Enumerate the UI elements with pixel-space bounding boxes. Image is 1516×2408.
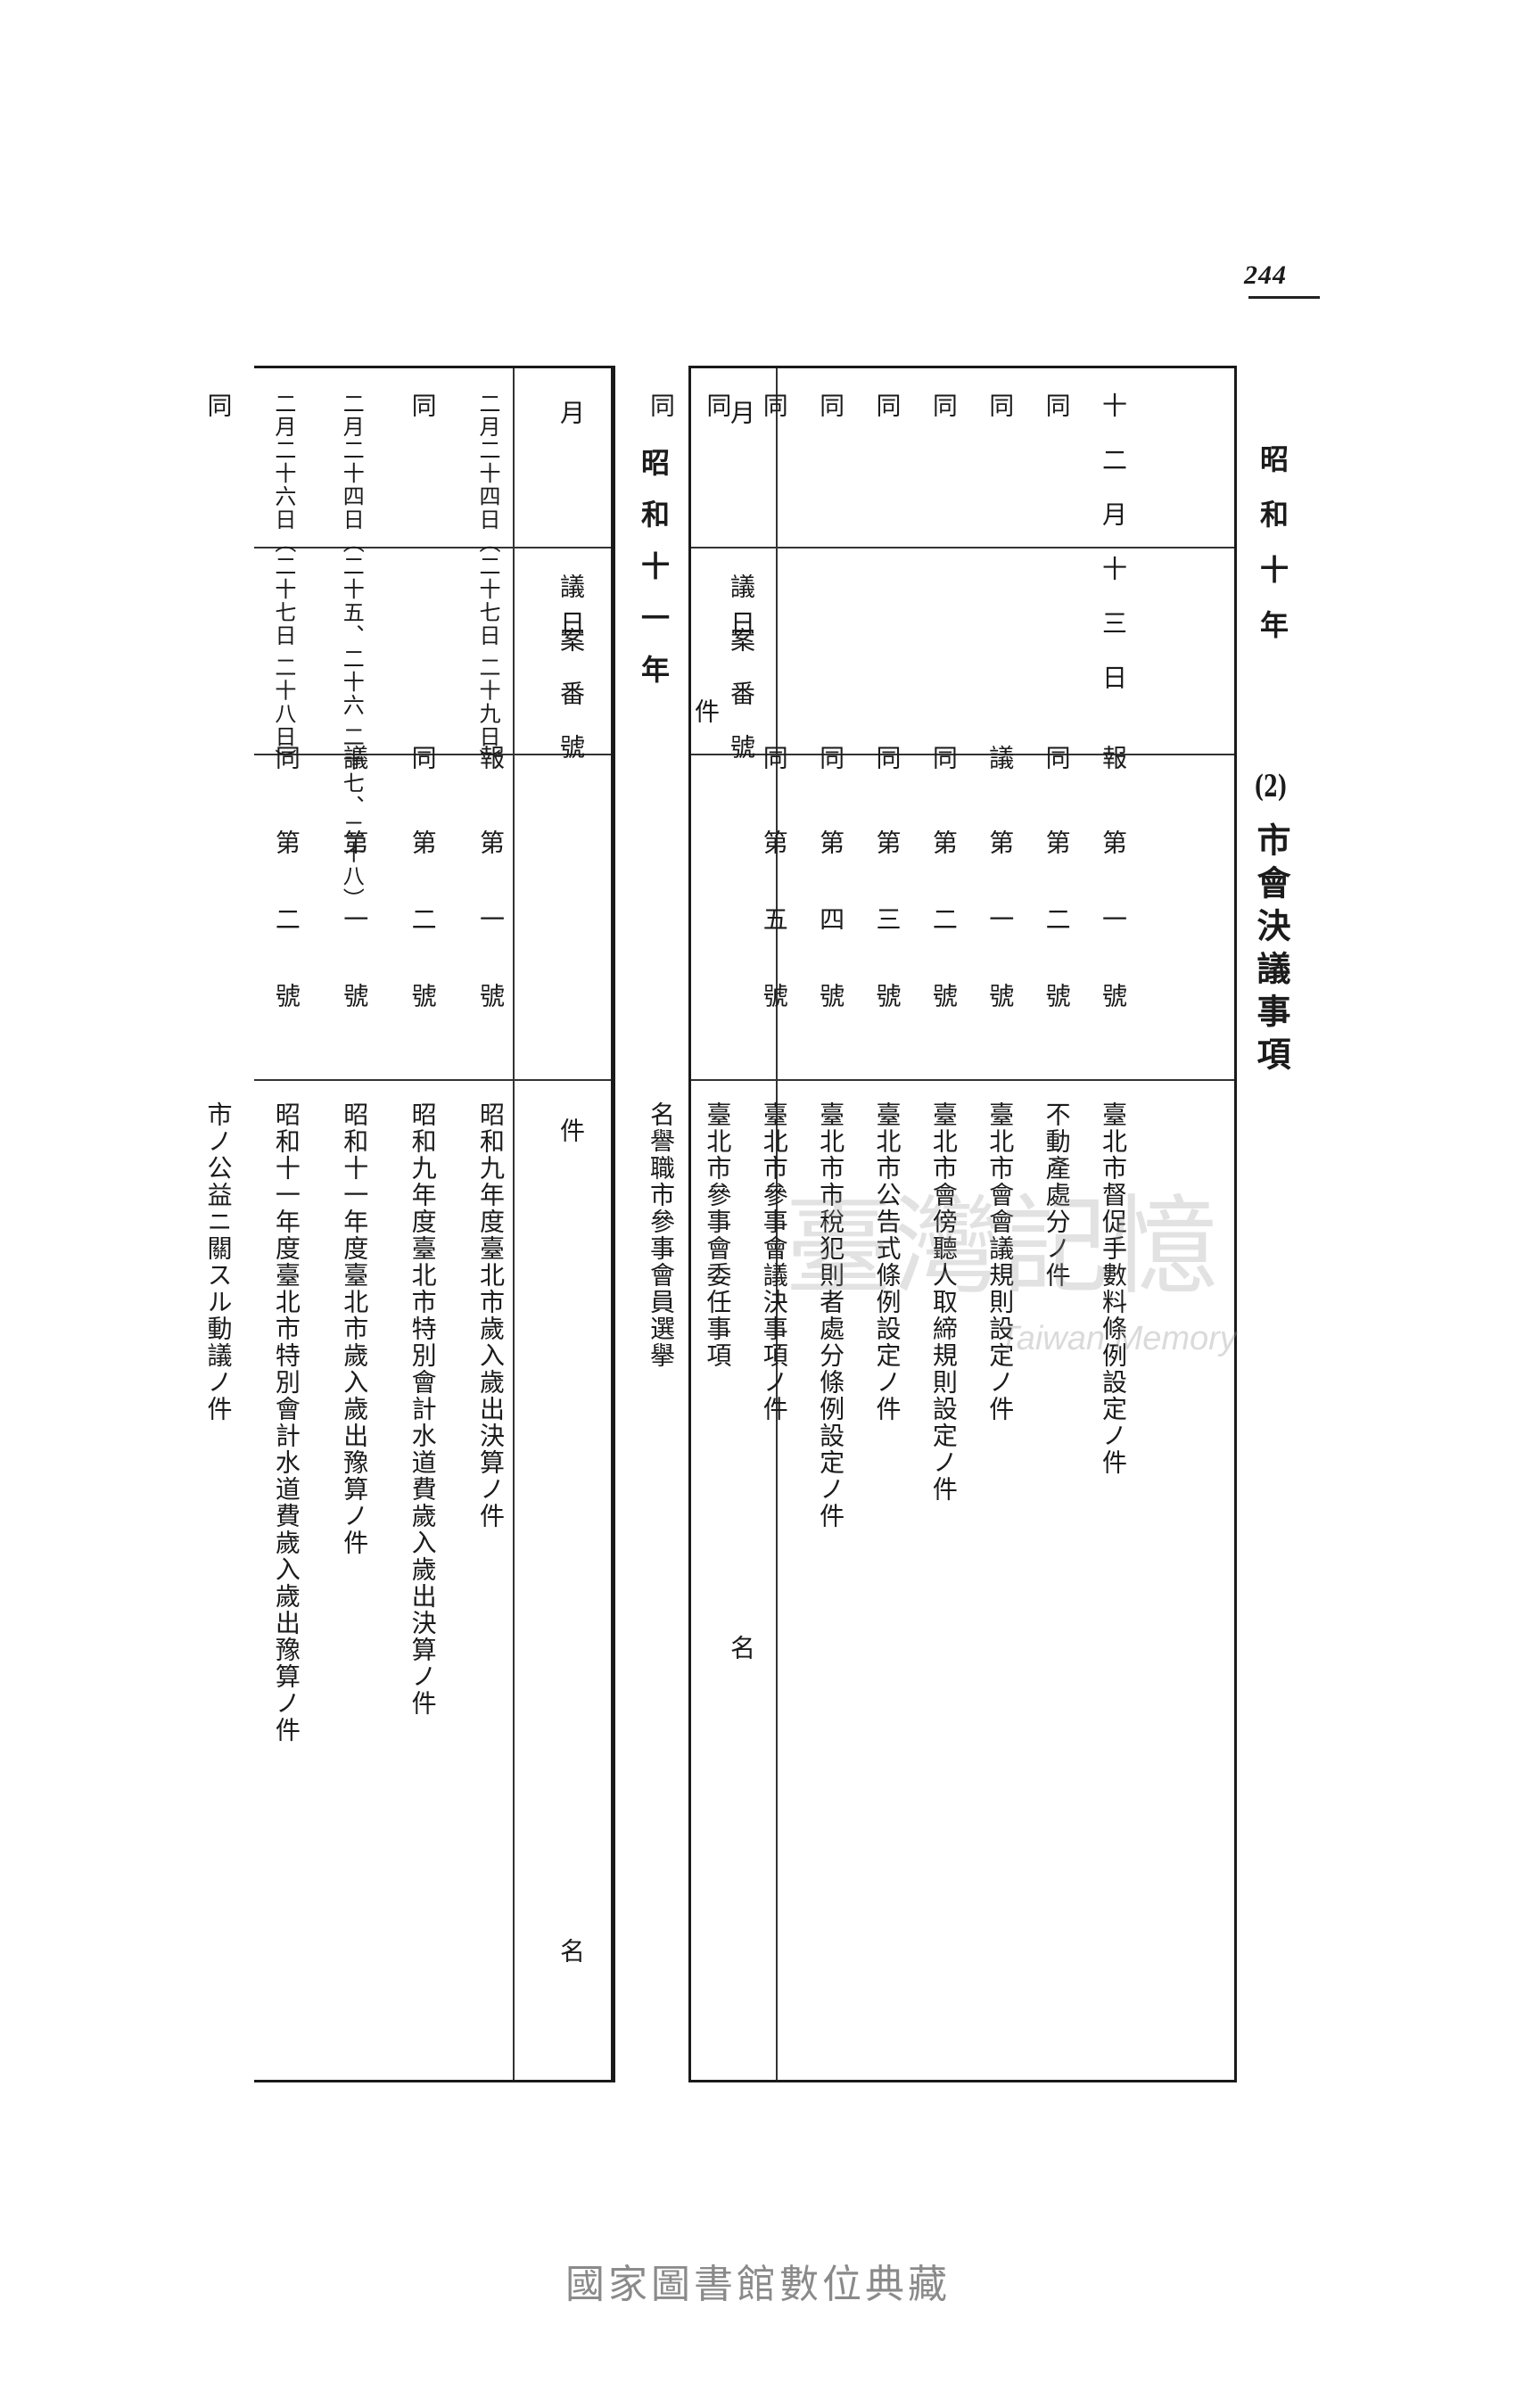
t2-rows-r4-date: 二月二十六日（二十七日 二十八日） <box>270 392 296 772</box>
t1-rows-r5-bill-no: 第三號 <box>872 829 902 1060</box>
t2-rows-r3-bill-no: 第一號 <box>340 829 370 1060</box>
t2-rows-r2-bill-no: 第二號 <box>408 829 438 1060</box>
t1-rows-r3-bill-no: 第一號 <box>985 829 1016 1060</box>
t2-header-subject-char1: 件 <box>556 1117 586 1142</box>
t2-header-date: 月 日 <box>556 400 586 715</box>
page-number: 244 <box>1244 260 1287 290</box>
t2-rows-r2-date: 同 <box>408 392 438 419</box>
t1-rows-r3-bill-prefix: 議 <box>985 745 1016 770</box>
t1-rows-r6-bill-prefix: 同 <box>816 745 846 770</box>
t2-rows-r3-bill-prefix: 議 <box>340 745 370 770</box>
t1-rows-r6-subject: 臺北市市稅犯則者處分條例設定ノ件 <box>816 1101 846 1530</box>
mid-era-heading: 昭和十一年 <box>637 448 671 706</box>
watermark-subtext: Taiwan Memory <box>999 1320 1237 1357</box>
t2-rows-r1-date: 二月二十四日（二十七日 二十九日） <box>475 392 500 772</box>
t1-rows-r5-date: 同 <box>872 392 902 419</box>
t2-rows-r4-subject: 昭和十一年度臺北市特別會計水道費歲入歲出豫算ノ件 <box>271 1101 301 1744</box>
section-heading: (2) 市會決議事項 <box>1247 771 1296 1079</box>
t1-rows-r7-date: 同 <box>759 392 789 419</box>
t1-rows-r1-subject: 臺北市督促手數料條例設定ノ件 <box>1099 1101 1128 1476</box>
t1-rows-r1-bill-no: 第一號 <box>1099 829 1128 1060</box>
t1-rows-r5-subject: 臺北市公告式條例設定ノ件 <box>872 1101 902 1423</box>
t1-rows-r1-bill-prefix: 報 <box>1099 745 1128 770</box>
t1-rows-r8-subject: 臺北市參事會委任事項 <box>703 1101 733 1369</box>
t2-rows-r3-date: 二月二十四日（二十五、二十六 二十七、二十八） <box>339 392 365 911</box>
resolution-table-1936: 月 日 議案番號 件 名 <box>254 366 615 2082</box>
t1-rows-r9-subject: 名譽職市參事會員選擧 <box>647 1101 676 1369</box>
section-title: 市會決議事項 <box>1251 822 1291 1080</box>
t1-rows-r4-subject: 臺北市會傍聽人取締規則設定ノ件 <box>928 1101 959 1503</box>
header-bill-no: 議案番號 <box>727 573 756 788</box>
era-heading: 昭和十年 <box>1256 444 1289 665</box>
t2-rows-r5-date: 同 <box>203 392 234 419</box>
t1-rows-r1-date: 十二月十三日 <box>1099 392 1128 719</box>
t2-rows-r2-subject: 昭和九年度臺北市特別會計水道費歲入歲出決算ノ件 <box>408 1101 438 1717</box>
t1-rows-r8-date: 同 <box>703 392 733 419</box>
t1-rows-r7-bill-no: 第五號 <box>759 829 789 1060</box>
t2-rows-r1-subject: 昭和九年度臺北市歲入歲出決算ノ件 <box>476 1101 506 1530</box>
t2-header-bill-no: 議案番號 <box>556 573 586 788</box>
t2-rows-r4-bill-prefix: 同 <box>271 745 301 770</box>
t1-rows-r4-date: 同 <box>928 392 959 419</box>
header-subject-char2: 名 <box>727 1635 756 1660</box>
footer-credit: 國家圖書館數位典藏 <box>565 2262 951 2307</box>
t1-rows-r6-bill-no: 第四號 <box>816 829 846 1060</box>
t1-rows-r2-bill-no: 第二號 <box>1042 829 1072 1060</box>
t2-rows-r1-bill-no: 第一號 <box>476 829 506 1060</box>
header-subject-char1: 件 <box>691 698 721 723</box>
t1-rows-r2-subject: 不動產處分ノ件 <box>1042 1101 1072 1289</box>
page-number-rule <box>1248 296 1320 299</box>
t2-rows-r1-bill-prefix: 報 <box>476 745 506 770</box>
t1-rows-r6-date: 同 <box>816 392 846 419</box>
t1-rows-r3-date: 同 <box>985 392 1016 419</box>
t1-rows-r7-bill-prefix: 同 <box>759 745 789 770</box>
section-number: (2) <box>1254 771 1288 802</box>
t2-rows-r5-subject: 市ノ公益ニ關スル動議ノ件 <box>203 1101 234 1423</box>
t1-rows-r7-subject: 臺北市參事會議決事項ノ件 <box>759 1101 789 1423</box>
t1-rows-r4-bill-prefix: 同 <box>928 745 959 770</box>
t1-rows-r5-bill-prefix: 同 <box>872 745 902 770</box>
t2-rows-r4-bill-no: 第二號 <box>271 829 301 1060</box>
t2-header-subject-char2: 名 <box>556 1938 586 1963</box>
t1-rows-r3-subject: 臺北市會會議規則設定ノ件 <box>985 1101 1016 1423</box>
t1-rows-r2-bill-prefix: 同 <box>1042 745 1072 770</box>
t1-rows-r4-bill-no: 第二號 <box>928 829 959 1060</box>
t1-rows-r2-date: 同 <box>1042 392 1072 419</box>
t2-rows-r2-bill-prefix: 同 <box>408 745 438 770</box>
t2-rows-r3-subject: 昭和十一年度臺北市歲入歲出豫算ノ件 <box>340 1101 370 1556</box>
resolution-table-1935: 月 日 議案番號 件 名 十二月十三日 報 第一號 臺北市督促手數料條例設定ノ件 <box>688 366 1237 2082</box>
t1-rows-r9-date: 同 <box>647 392 676 419</box>
watermark-logo-text: 臺灣記憶 <box>785 1185 1220 1309</box>
header-date: 月 日 <box>727 400 756 715</box>
